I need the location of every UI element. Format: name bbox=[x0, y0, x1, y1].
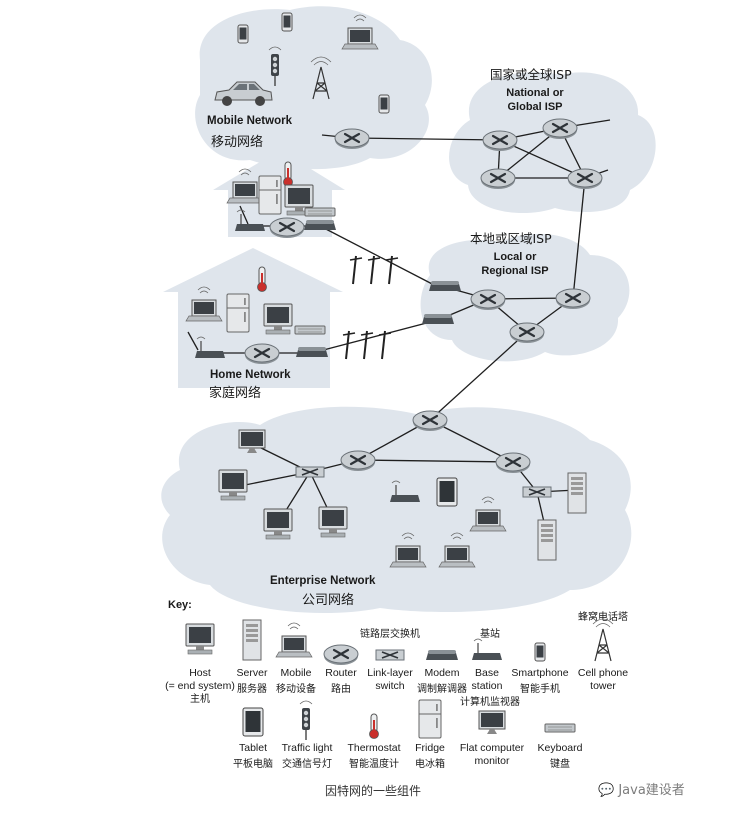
key-thermostat-cn: 智能温度计 bbox=[349, 757, 399, 770]
key-switch-cn: 链路层交换机 bbox=[360, 627, 420, 640]
key-flatmon-label: Flat computer bbox=[460, 742, 525, 754]
base-station-icon bbox=[471, 638, 503, 661]
switch-icon bbox=[375, 649, 405, 661]
key-modem-label: Modem bbox=[424, 667, 459, 679]
local-isp-label-en-2: Regional ISP bbox=[481, 265, 548, 277]
key-server-label: Server bbox=[237, 667, 268, 679]
key-title: Key: bbox=[168, 599, 192, 611]
flat-monitor-icon bbox=[478, 710, 506, 735]
home-network-label-cn: 家庭网络 bbox=[209, 385, 261, 401]
key-server-cn: 服务器 bbox=[237, 682, 267, 695]
key-tablet-label: Tablet bbox=[239, 742, 267, 754]
mobile-network-label-cn: 移动网络 bbox=[211, 134, 263, 150]
key-host-cn: 主机 bbox=[190, 692, 210, 705]
watermark-text: Java建设者 bbox=[618, 783, 685, 798]
enterprise-network-label-en: Enterprise Network bbox=[270, 575, 376, 587]
mobile-network-label-en: Mobile Network bbox=[207, 115, 293, 127]
key-switch-label: Link-layer bbox=[367, 667, 413, 679]
keyboard-icon bbox=[544, 723, 576, 733]
national-isp-label-en-1: National or bbox=[506, 87, 564, 99]
key-fridge-label: Fridge bbox=[415, 742, 445, 754]
server-icon bbox=[242, 619, 262, 661]
cell-tower-icon bbox=[592, 618, 614, 662]
key-traffic-label: Traffic light bbox=[282, 742, 333, 754]
thermostat-icon bbox=[368, 713, 380, 740]
key-tower-label2: tower bbox=[590, 680, 616, 692]
key-host-label: Host bbox=[189, 667, 211, 679]
key-host-label2: (= end system) bbox=[165, 680, 235, 692]
key-row2-icons bbox=[242, 699, 576, 741]
key-modem-cn: 调制解调器 bbox=[417, 682, 467, 695]
traffic-light-icon bbox=[299, 700, 313, 741]
tablet-icon bbox=[242, 707, 264, 737]
utility-poles bbox=[342, 255, 399, 360]
key-base-label: Base bbox=[475, 667, 499, 679]
desktop-icon bbox=[185, 623, 215, 655]
key-keyboard-cn: 键盘 bbox=[550, 757, 570, 770]
home-network-label-en: Home Network bbox=[210, 369, 291, 381]
local-isp-label-cn: 本地或区域ISP bbox=[470, 231, 552, 246]
national-isp-label-cn: 国家或全球ISP bbox=[490, 67, 572, 82]
key-mobile-label: Mobile bbox=[281, 667, 312, 679]
key-tower-cn: 蜂窝电话塔 bbox=[578, 610, 628, 623]
local-isp-cloud bbox=[420, 233, 630, 362]
modem-icon bbox=[426, 650, 458, 660]
key-base-cn: 基站 bbox=[480, 627, 500, 640]
laptop-icon bbox=[275, 622, 313, 658]
key-fridge-cn: 电冰箱 bbox=[415, 757, 445, 770]
router-icon bbox=[322, 643, 360, 667]
key-flatmon-label2: monitor bbox=[474, 755, 510, 767]
key-tablet-cn: 平板电脑 bbox=[233, 757, 273, 770]
key-router-label: Router bbox=[325, 667, 357, 679]
watermark: 💬 Java建设者 bbox=[598, 779, 685, 798]
national-isp-label-en-2: Global ISP bbox=[507, 101, 562, 113]
key-router-cn: 路由 bbox=[331, 682, 351, 695]
key-traffic-cn: 交通信号灯 bbox=[282, 757, 332, 770]
key-row1-icons bbox=[185, 618, 614, 667]
key-flatmon-cn: 计算机监视器 bbox=[460, 695, 520, 708]
local-isp-label-en-1: Local or bbox=[494, 251, 538, 263]
key-tower-label: Cell phone bbox=[578, 667, 628, 679]
key-base-label2: station bbox=[472, 680, 503, 692]
key-smartphone-label: Smartphone bbox=[511, 667, 568, 679]
key-thermostat-label: Thermostat bbox=[347, 742, 400, 754]
chat-bubble-icon: 💬 bbox=[598, 783, 615, 798]
fridge-icon bbox=[418, 699, 442, 739]
key-mobile-cn: 移动设备 bbox=[276, 682, 316, 695]
figure-caption: 因特网的一些组件 bbox=[324, 784, 421, 798]
key-keyboard-label: Keyboard bbox=[538, 742, 583, 754]
enterprise-network-label-cn: 公司网络 bbox=[302, 592, 354, 608]
key-row2-labels: Tablet 平板电脑 Traffic light 交通信号灯 Thermost… bbox=[233, 695, 583, 770]
key-row1-labels: Host (= end system) 主机 Server 服务器 Mobile… bbox=[165, 610, 628, 705]
enterprise-network-cloud bbox=[161, 406, 632, 614]
smartphone-icon bbox=[534, 642, 546, 662]
key-switch-label2: switch bbox=[375, 680, 404, 692]
key-smartphone-cn: 智能手机 bbox=[520, 682, 560, 695]
